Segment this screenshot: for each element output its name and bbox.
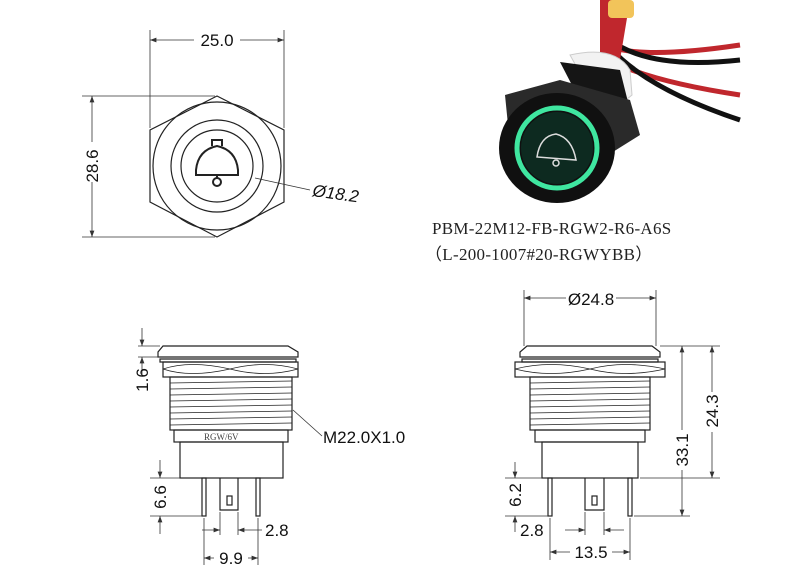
- side-view-right: Ø24.8 24.3 33.1 6.2 2.8 13.5: [505, 289, 722, 562]
- variant-code: （L-200-1007#20-RGWYBB）: [425, 245, 653, 264]
- bell-icon: [195, 139, 239, 187]
- pin-length-dimension: 6.6: [151, 485, 170, 509]
- pin-spacing-dimension: 13.5: [574, 543, 607, 562]
- top-view: 25.0 28.6 Ø18.2: [82, 30, 360, 238]
- head-height-dimension: 1.6: [133, 368, 152, 392]
- pin-length-dimension: 6.2: [506, 483, 525, 507]
- marking-text: RGW/6V: [204, 432, 239, 442]
- pin-spacing-dimension: 9.9: [219, 549, 243, 568]
- product-photo: PBM-22M12-FB-RGW2-R6-A6S （L-200-1007#20-…: [425, 0, 741, 264]
- total-height-dimension: 33.1: [673, 433, 692, 466]
- pin-width-dimension: 2.8: [520, 521, 544, 540]
- thread-spec: M22.0X1.0: [323, 428, 405, 447]
- bezel-circle: [152, 101, 282, 231]
- bell-icon: [536, 133, 577, 167]
- pin-width-dimension: 2.8: [265, 521, 289, 540]
- diameter-dimension: Ø18.2: [310, 181, 360, 206]
- height-dimension: 28.6: [83, 149, 102, 182]
- side-view-left: RGW/6V 1.6 M22.0X1.0 6.6 2.8 9.9: [133, 328, 405, 568]
- led-ring: [514, 105, 600, 191]
- width-dimension: 25.0: [200, 31, 233, 50]
- part-number: PBM-22M12-FB-RGW2-R6-A6S: [432, 219, 672, 238]
- body-height-dimension: 24.3: [703, 394, 722, 427]
- diameter-dimension: Ø24.8: [568, 290, 614, 309]
- hex-nut-outline: [149, 95, 285, 238]
